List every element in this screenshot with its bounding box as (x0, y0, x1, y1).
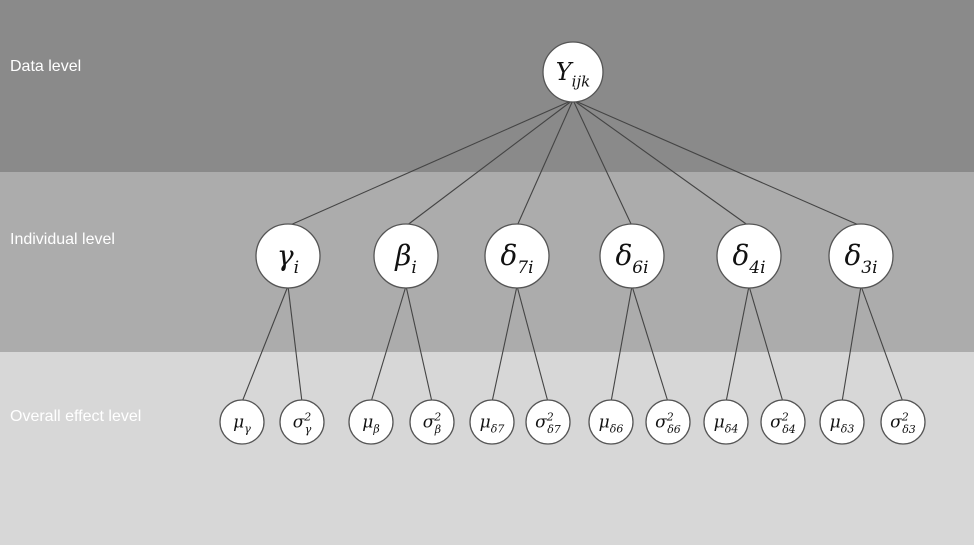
node-gamma-circle (255, 223, 321, 289)
edge-d4-mu_d4 (725, 285, 750, 403)
edge-gamma-sig_gamma (287, 285, 303, 403)
node-root-symbol: Yijk (556, 58, 590, 91)
node-d6-circle (599, 223, 665, 289)
node-mu_gamma-symbol: μγ (233, 413, 251, 436)
node-beta-symbol: βi (394, 239, 417, 278)
edges (241, 99, 904, 403)
edge-d7-mu_d7 (491, 285, 518, 403)
node-d3: δ3i (828, 223, 894, 289)
individual-level-label: Individual level (10, 231, 115, 248)
edge-root-gamma (287, 99, 574, 227)
node-mu_d4-symbol: μδ4 (714, 413, 739, 436)
node-mu_d4: μδ4 (703, 399, 749, 445)
node-d3-symbol: δ3i (844, 239, 877, 278)
data-level-band (0, 0, 974, 172)
edge-d4-sig_d4 (748, 285, 784, 403)
data-level-label: Data level (10, 58, 82, 75)
node-root-circle (542, 41, 604, 103)
node-gamma: γi (255, 223, 321, 289)
edge-gamma-mu_gamma (241, 285, 289, 403)
node-beta-circle (373, 223, 439, 289)
node-root: Yijk (542, 41, 604, 103)
edge-d3-sig_d3 (860, 285, 904, 403)
node-beta: βi (373, 223, 439, 289)
node-mu_beta-circle (348, 399, 394, 445)
node-mu_beta: μβ (348, 399, 394, 445)
node-d7-symbol: δ7i (500, 239, 533, 278)
node-d7-circle (484, 223, 550, 289)
node-mu_d3: μδ3 (819, 399, 865, 445)
edge-beta-sig_beta (405, 285, 433, 403)
node-sig_d6-circle (645, 399, 691, 445)
node-d4: δ4i (716, 223, 782, 289)
node-mu_beta-symbol: μβ (362, 413, 379, 436)
node-d6-symbol: δ6i (615, 239, 648, 278)
edge-root-beta (405, 99, 574, 227)
node-sig_d3-circle (880, 399, 926, 445)
overall-effect-level-band (0, 352, 974, 545)
edge-d6-sig_d6 (631, 285, 669, 403)
overall-effect-level-label: Overall effect level (10, 408, 142, 425)
edge-root-d7 (516, 99, 574, 227)
node-mu_d6-symbol: μδ6 (599, 413, 624, 436)
node-mu_d3-circle (819, 399, 865, 445)
node-d6: δ6i (599, 223, 665, 289)
edge-root-d4 (572, 99, 750, 227)
edge-d3-mu_d3 (841, 285, 862, 403)
node-mu_d3-symbol: μδ3 (830, 413, 855, 436)
node-mu_d6: μδ6 (588, 399, 634, 445)
node-mu_gamma: μγ (219, 399, 265, 445)
node-mu_d4-circle (703, 399, 749, 445)
node-d7: δ7i (484, 223, 550, 289)
node-gamma-symbol: γi (277, 239, 299, 278)
node-mu_d7-symbol: μδ7 (480, 413, 505, 436)
node-mu_gamma-circle (219, 399, 265, 445)
node-sig_gamma-circle (279, 399, 325, 445)
edge-root-d3 (572, 99, 862, 227)
edge-beta-mu_beta (370, 285, 407, 403)
edge-d7-sig_d7 (516, 285, 549, 403)
node-mu_d7: μδ7 (469, 399, 515, 445)
edge-d6-mu_d6 (610, 285, 633, 403)
node-mu_d6-circle (588, 399, 634, 445)
node-sig_d4-circle (760, 399, 806, 445)
node-d3-circle (828, 223, 894, 289)
node-d4-circle (716, 223, 782, 289)
node-sig_beta-circle (409, 399, 455, 445)
node-mu_d7-circle (469, 399, 515, 445)
node-d4-symbol: δ4i (732, 239, 765, 278)
edge-root-d6 (572, 99, 633, 227)
node-sig_d7-circle (525, 399, 571, 445)
